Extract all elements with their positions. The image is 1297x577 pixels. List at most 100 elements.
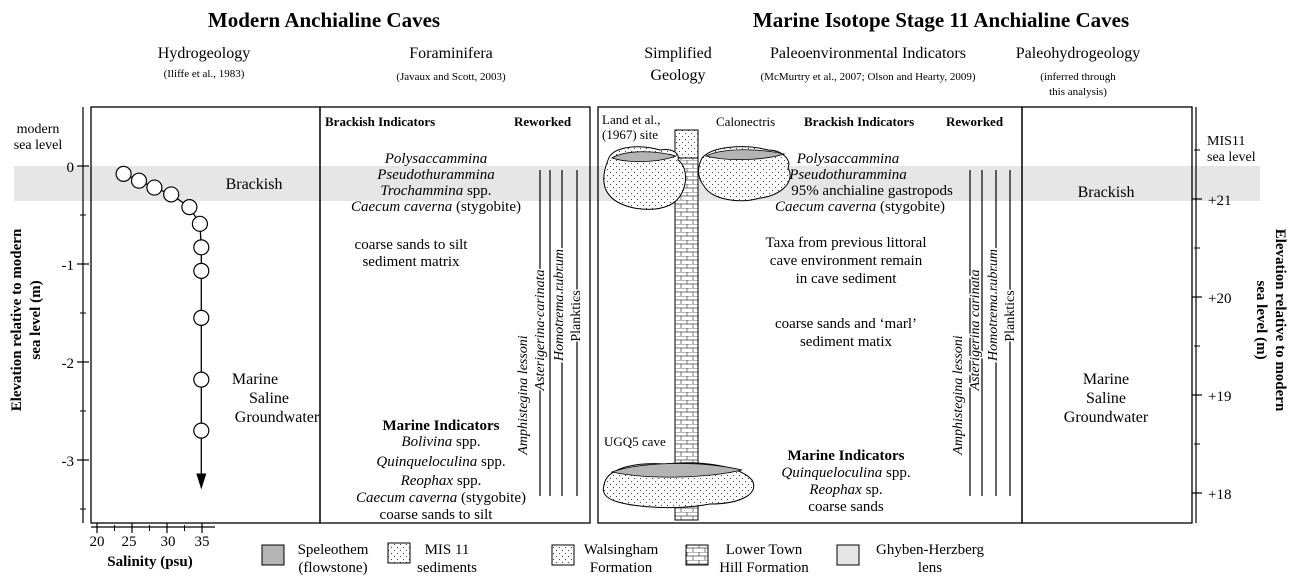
salinity-point <box>193 262 210 279</box>
paleoenvironmental-source: (McMurtry et al., 2007; Olson and Hearty… <box>761 71 976 83</box>
modern-reworked-asterigerina: Asterigerina carinata <box>533 270 548 392</box>
legend-swatch-walsingham <box>551 544 575 566</box>
paleo-marine-label-2: Saline <box>1086 390 1126 407</box>
hydrogeology-source: (Iliffe et al., 1983) <box>164 68 245 80</box>
legend-swatch-mis11 <box>387 542 411 564</box>
salinity-tick-35: 35 <box>195 534 210 550</box>
salinity-profile <box>115 165 210 490</box>
modern-marine-taxon-1: Bolivina spp. <box>401 434 480 450</box>
legend-mis11-2: sediments <box>417 560 477 576</box>
mis11-reworked-asterigerina: Asterigerina carinata <box>968 270 983 392</box>
right-axis-tick-21: +21 <box>1208 193 1231 209</box>
mis11-reworked-homotrema: Homotrema rubrum <box>986 249 1001 362</box>
paleohydrogeology-header: Paleohydrogeology <box>1016 45 1140 62</box>
svg-text:Elevation relative to modern: Elevation relative to modern <box>9 228 25 411</box>
salinity-point <box>130 172 148 189</box>
left-axis <box>77 107 89 523</box>
modern-marine-taxon-3: Reophax spp. <box>400 473 482 489</box>
modern-marine-taxon-2: Quinqueloculina spp. <box>376 454 505 470</box>
mis11-marine-taxon-1: Quinqueloculina spp. <box>781 465 910 481</box>
mis11-brackish-taxon-2: Pseudothurammina <box>788 167 907 183</box>
salinity-point <box>193 239 210 256</box>
paleohydro-frame <box>1021 106 1193 524</box>
modern-sediment-1: coarse sands to silt <box>355 237 469 253</box>
legend-walsingham-2: Formation <box>590 560 653 576</box>
mis11-bottom-sediment: coarse sands <box>808 499 884 515</box>
modern-sediment-2: sediment matrix <box>362 254 460 270</box>
left-axis-tick-2: -2 <box>62 356 75 372</box>
paleoenvironmental-header: Paleoenvironmental Indicators <box>770 45 966 62</box>
mis11-sediment-2: sediment matix <box>800 334 893 350</box>
salinity-axis <box>91 523 215 533</box>
salinity-point <box>193 371 210 388</box>
mis11-reworked-amphistegina: Amphistegina lessoni <box>951 335 966 455</box>
modern-reworked-homotrema: Homotrema rubrum <box>552 249 567 362</box>
paleo-brackish-label: Brackish <box>1078 184 1135 201</box>
modern-brackish-taxon-2: Pseudothurammina <box>376 167 495 183</box>
mis11-marine-taxon-2: Reophax sp. <box>808 482 882 498</box>
right-axis-label: Elevation relative to modern sea level (… <box>1253 229 1288 412</box>
legend-swatch-speleothem <box>261 544 285 566</box>
right-axis <box>1192 107 1202 523</box>
mis11-marine-header: Marine Indicators <box>787 448 904 464</box>
legend: Speleothem (flowstone) MIS 11 sediments … <box>261 542 985 576</box>
legend-lowertown-1: Lower Town <box>726 542 803 558</box>
mis11-gastropods: 95% anchialine gastropods <box>791 183 953 199</box>
mis11-taxa-note-2: cave environment remain <box>770 253 923 269</box>
hydro-marine-label-3: Groundwater <box>235 409 320 426</box>
title-mis11: Marine Isotope Stage 11 Anchialine Caves <box>753 8 1129 32</box>
right-axis-tick-20: +20 <box>1208 291 1231 307</box>
title-modern: Modern Anchialine Caves <box>208 8 440 32</box>
paleo-marine-label-3: Groundwater <box>1064 409 1149 426</box>
legend-speleothem-1: Speleothem <box>298 542 369 558</box>
salinity-point <box>163 186 180 203</box>
hydrogeology-header: Hydrogeology <box>158 45 250 62</box>
paleohydrogeology-source-2: this analysis) <box>1049 86 1107 98</box>
mis11-reworked-planktics: Planktics <box>1003 290 1018 341</box>
modern-sea-level-1: modern <box>17 122 60 137</box>
salinity-point <box>146 179 163 196</box>
legend-lowertown-2: Hill Formation <box>719 560 809 576</box>
modern-brackish-taxon-3: Trochammina spp. <box>380 183 491 199</box>
legend-swatch-lowertown <box>685 544 709 566</box>
land-site-speleothem-left <box>611 151 678 163</box>
left-axis-tick-1: -1 <box>62 258 75 274</box>
mis11-caecum: Caecum caverna (stygobite) <box>775 199 945 215</box>
left-axis-tick-3: -3 <box>62 454 75 470</box>
left-axis-label: Elevation relative to modern sea level (… <box>9 228 44 411</box>
modern-foram-frame <box>319 106 591 524</box>
salinity-tick-30: 30 <box>161 534 176 550</box>
mis11-sea-level-1: MIS11 <box>1207 134 1245 149</box>
salinity-point <box>193 422 210 439</box>
hydro-marine-label-1: Marine <box>232 371 278 388</box>
mis11-sea-level-2: sea level <box>1207 150 1256 165</box>
paleo-marine-label-1: Marine <box>1083 371 1129 388</box>
modern-brackish-taxon-1: Polysaccammina <box>384 151 487 167</box>
calonectris-label: Calonectris <box>716 114 775 129</box>
modern-marine-taxon-4: Caecum caverna (stygobite) <box>356 490 526 506</box>
walsingham-column-top <box>674 129 699 159</box>
simplified-geology-header-2: Geology <box>650 67 705 84</box>
salinity-point <box>181 199 198 216</box>
legend-mis11-1: MIS 11 <box>425 542 470 558</box>
right-axis-tick-18: +18 <box>1208 487 1231 503</box>
salinity-profile-line <box>123 173 202 478</box>
simplified-geology-header-1: Simplified <box>644 45 712 62</box>
salinity-axis-label: Salinity (psu) <box>107 554 192 570</box>
legend-ghyben-2: lens <box>918 560 942 576</box>
left-axis-tick-0: 0 <box>67 160 75 176</box>
legend-walsingham-1: Walsingham <box>584 542 659 558</box>
legend-swatch-ghyben <box>836 544 860 566</box>
salinity-tick-25: 25 <box>122 534 137 550</box>
mis11-taxa-note-1: Taxa from previous littoral <box>766 235 927 251</box>
paleohydrogeology-source-1: (inferred through <box>1040 71 1116 83</box>
svg-text:sea level (m): sea level (m) <box>28 280 44 359</box>
modern-reworked-header: Reworked <box>514 114 572 129</box>
land-site-label-2: (1967) site <box>602 127 658 142</box>
ugq5-cave-label: UGQ5 cave <box>604 434 666 449</box>
modern-bottom-sediment: coarse sands to silt <box>380 507 494 523</box>
svg-text:sea level (m): sea level (m) <box>1253 280 1269 359</box>
modern-reworked-planktics: Planktics <box>569 290 584 341</box>
ugq5-speleothem <box>610 463 743 478</box>
